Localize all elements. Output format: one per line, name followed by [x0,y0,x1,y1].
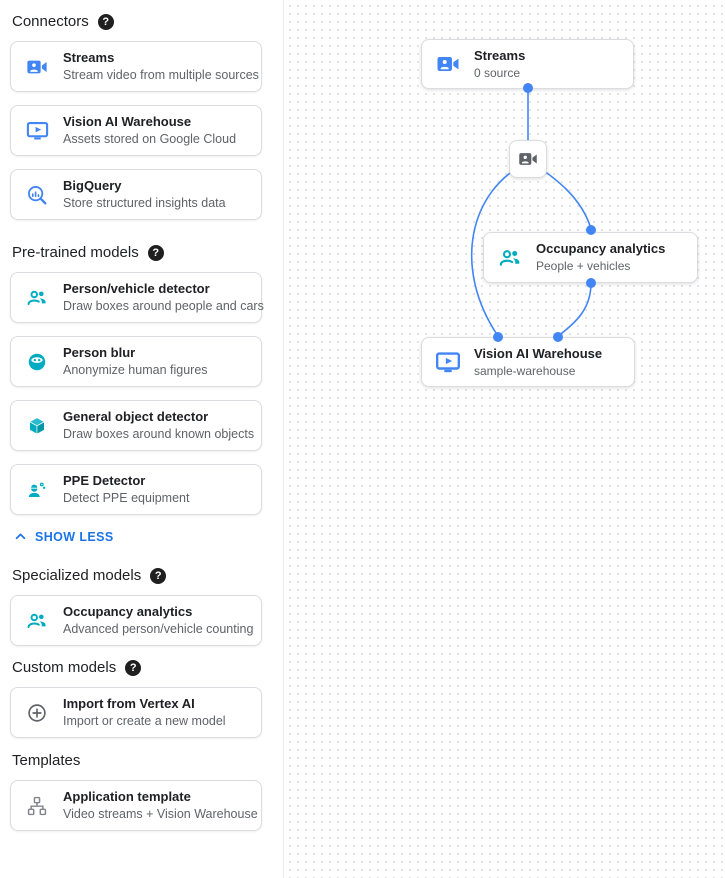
section-header-pretrained: Pre-trained models ? [10,244,263,262]
show-less-label: SHOW LESS [35,529,114,544]
section-title: Custom models [12,659,117,676]
video-camera-icon [518,149,538,169]
card-description: Detect PPE equipment [63,491,190,505]
cube-icon [11,415,63,437]
node-subtitle: People + vehicles [536,259,631,273]
node-stream-source[interactable] [509,140,547,178]
chevron-up-icon [12,528,29,545]
card-bigquery[interactable]: BigQuery Store structured insights data [10,169,262,220]
people-icon [484,246,536,270]
section-title: Pre-trained models [12,244,139,261]
card-person-vehicle-detector[interactable]: Person/vehicle detector Draw boxes aroun… [10,272,264,323]
worker-ppe-icon [11,479,63,501]
node-streams[interactable]: Streams 0 source [421,39,634,89]
video-camera-icon [11,56,63,78]
card-description: Import or create a new model [63,714,226,728]
card-vision-ai-warehouse[interactable]: Vision AI Warehouse Assets stored on Goo… [10,105,262,156]
org-tree-icon [11,795,63,817]
pipeline-canvas[interactable]: Streams 0 source [283,0,725,878]
section-header-custom: Custom models ? [10,659,263,677]
card-title: BigQuery [63,178,122,193]
face-icon [11,351,63,373]
bigquery-lens-icon [11,184,63,206]
card-title: Import from Vertex AI [63,696,195,711]
side-panel: Connectors ? Streams Stream video from m… [0,0,283,878]
card-description: Anonymize human figures [63,363,208,377]
card-description: Stream video from multiple sources [63,68,259,82]
card-ppe-detector[interactable]: PPE Detector Detect PPE equipment [10,464,262,515]
card-description: Store structured insights data [63,196,226,210]
card-title: Person/vehicle detector [63,281,210,296]
node-vision-ai-warehouse[interactable]: Vision AI Warehouse sample-warehouse [421,337,635,387]
section-header-connectors: Connectors ? [10,13,263,31]
node-subtitle: 0 source [474,65,521,80]
node-title: Streams [474,47,526,63]
card-import-vertex-ai[interactable]: Import from Vertex AI Import or create a… [10,687,262,738]
card-title: Application template [63,789,191,804]
card-streams[interactable]: Streams Stream video from multiple sourc… [10,41,262,92]
node-title: Occupancy analytics [536,241,666,256]
ports-layer [493,83,596,342]
help-icon[interactable]: ? [147,245,164,261]
card-description: Draw boxes around known objects [63,427,255,441]
section-title: Templates [12,752,81,769]
node-occupancy-analytics[interactable]: Occupancy analytics People + vehicles [483,232,698,283]
card-title: PPE Detector [63,473,146,488]
section-header-specialized: Specialized models ? [10,567,263,585]
node-subtitle: sample-warehouse [474,363,576,378]
people-icon [11,287,63,309]
card-general-object-detector[interactable]: General object detector Draw boxes aroun… [10,400,262,451]
add-circle-icon [11,702,63,724]
card-description: Draw boxes around people and cars [63,299,264,313]
card-title: Streams [63,50,115,65]
help-icon[interactable]: ? [125,660,142,676]
card-title: General object detector [63,409,209,424]
section-title: Connectors [12,13,89,30]
monitor-play-icon [11,119,63,142]
help-icon[interactable]: ? [97,14,114,30]
people-icon [11,610,63,632]
help-icon[interactable]: ? [150,568,167,584]
card-occupancy-analytics[interactable]: Occupancy analytics Advanced person/vehi… [10,595,262,646]
monitor-play-icon [422,349,474,375]
video-camera-icon [422,52,474,76]
card-description: Advanced person/vehicle counting [63,622,254,636]
card-person-blur[interactable]: Person blur Anonymize human figures [10,336,262,387]
card-title: Person blur [63,345,136,360]
card-description: Video streams + Vision Warehouse [63,807,258,821]
show-less-button[interactable]: SHOW LESS [12,528,263,545]
section-title: Specialized models [12,567,142,584]
node-title: Vision AI Warehouse [474,345,603,361]
card-title: Vision AI Warehouse [63,114,192,129]
card-application-template[interactable]: Application template Video streams + Vis… [10,780,262,831]
card-title: Occupancy analytics [63,604,193,619]
card-description: Assets stored on Google Cloud [63,132,237,146]
edges-layer [470,86,592,337]
section-header-templates: Templates [10,752,263,770]
